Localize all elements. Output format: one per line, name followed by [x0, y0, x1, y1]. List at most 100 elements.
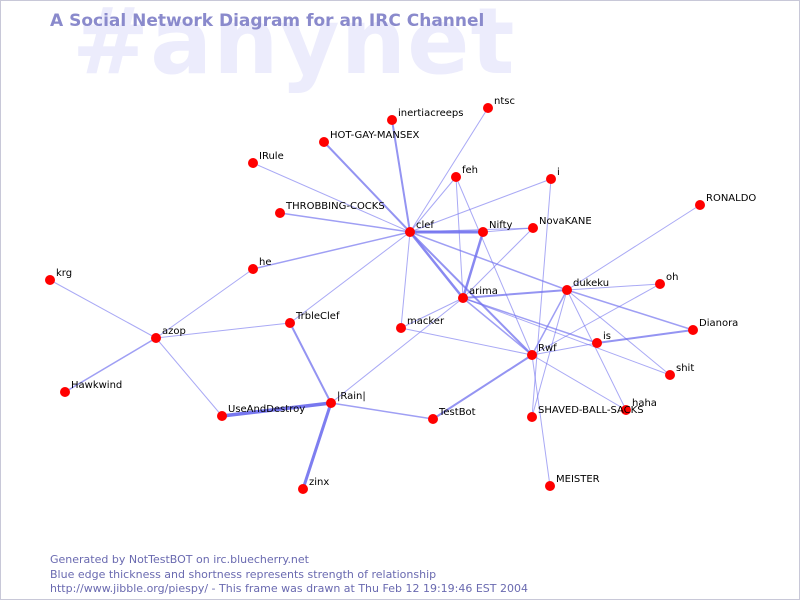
edge-krg-azop: [49, 279, 157, 339]
node-label: IRule: [259, 151, 284, 162]
footer: Generated by NotTestBOT on irc.bluecherr…: [50, 553, 528, 597]
edge-nifty-arima: [461, 230, 485, 300]
node-label: dukeku: [573, 278, 609, 289]
edge-azop-useanddestroy: [155, 337, 223, 417]
edge-novakane-arima: [462, 227, 534, 299]
footer-generated-by: Generated by NotTestBOT on irc.bluecherr…: [50, 553, 309, 566]
node-macker: macker: [396, 316, 445, 333]
edge-clef-rwf: [409, 231, 533, 356]
edge-dukeku-dianora: [566, 289, 694, 331]
node-dot: [655, 279, 665, 289]
node-dot: [665, 370, 675, 380]
node-inertiacreeps: inertiacreeps: [387, 108, 463, 125]
node-dot: [528, 223, 538, 233]
edge-clef-feh: [409, 176, 457, 233]
edge-clef-ntsc: [409, 107, 489, 233]
node-dot: [621, 405, 631, 415]
edge-clef-inertiacreeps: [391, 119, 411, 233]
footer-timestamp: http://www.jibble.org/piespy/ - This fra…: [50, 582, 529, 595]
node-label: arima: [469, 286, 498, 297]
node-feh: feh: [451, 165, 478, 182]
edge-arima-macker: [400, 297, 464, 329]
node-label: shit: [676, 363, 694, 374]
node-label: i: [557, 167, 560, 178]
node-label: Dianora: [699, 318, 738, 329]
edge-rwf-meister: [531, 354, 551, 487]
node-label: ntsc: [494, 96, 515, 107]
node-label: HOT-GAY-MANSEX: [330, 130, 420, 141]
node-dot: [458, 293, 468, 303]
node-dot: [248, 264, 258, 274]
node-hot-gay-mansex: HOT-GAY-MANSEX: [319, 130, 420, 147]
node-dot: [695, 200, 705, 210]
edge-clef-he: [252, 231, 411, 270]
node-dot: [545, 481, 555, 491]
node-shaved-ball-sacks: SHAVED-BALL-SACKS: [527, 405, 644, 422]
node-shit: shit: [665, 363, 694, 380]
edge-rwf-is: [531, 342, 598, 356]
node-label: macker: [407, 316, 445, 327]
edge-feh-rwf: [455, 176, 533, 356]
edge-clef-macker: [400, 231, 411, 329]
node-dot: [60, 387, 70, 397]
node-label: |Rain|: [337, 391, 366, 402]
edge-nifty-novakane: [482, 227, 534, 233]
node-label: Hawkwind: [71, 380, 122, 391]
node-label: TrbleClef: [295, 311, 340, 322]
node-azop: azop: [151, 326, 186, 343]
node-label: oh: [666, 272, 678, 283]
edge-azop-he: [155, 268, 254, 339]
node-label: SHAVED-BALL-SACKS: [538, 405, 644, 416]
edge-arima-shit: [462, 297, 671, 376]
node-label: THROBBING-COCKS: [285, 201, 385, 212]
node-irule: IRule: [248, 151, 284, 168]
node-label: krg: [56, 268, 72, 279]
node-useanddestroy: UseAndDestroy: [217, 404, 305, 421]
node-dot: [326, 398, 336, 408]
edge-rwf-testbot: [432, 354, 533, 420]
node-rain: |Rain|: [326, 391, 366, 408]
node-dot: [396, 323, 406, 333]
node-dot: [387, 115, 397, 125]
node-meister: MEISTER: [545, 474, 600, 491]
edge-clef-novakane: [409, 227, 534, 233]
node-oh: oh: [655, 272, 678, 289]
node-dot: [319, 137, 329, 147]
edge-clef-throbbing-cocks: [279, 212, 411, 233]
node-hawkwind: Hawkwind: [60, 380, 122, 397]
edge-arima-rain: [330, 297, 464, 404]
node-dot: [478, 227, 488, 237]
node-dot: [298, 484, 308, 494]
edge-arima-is: [462, 297, 598, 344]
node-dot: [275, 208, 285, 218]
node-throbbing-cocks: THROBBING-COCKS: [275, 201, 385, 218]
edge-azop-hawkwind: [64, 337, 157, 393]
node-krg: krg: [45, 268, 72, 285]
edge-rain-testbot: [330, 402, 434, 420]
node-dot: [483, 103, 493, 113]
node-novakane: NovaKANE: [528, 216, 592, 233]
edge-clef-dukeku: [409, 231, 568, 291]
edge-dukeku-haha: [566, 289, 627, 411]
node-dot: [248, 158, 258, 168]
node-label: inertiacreeps: [398, 108, 463, 119]
node-label: UseAndDestroy: [228, 404, 305, 415]
node-label: NovaKANE: [539, 216, 592, 227]
node-clef: clef: [405, 220, 434, 237]
footer-legend-note: Blue edge thickness and shortness repres…: [50, 567, 437, 581]
node-dot: [45, 275, 55, 285]
node-nifty: Nifty: [478, 220, 513, 237]
node-label: Rwf: [538, 343, 557, 354]
node-i: i: [546, 167, 560, 184]
node-zinx: zinx: [298, 477, 329, 494]
channel-watermark: #anynet: [72, 0, 516, 95]
node-dot: [688, 325, 698, 335]
node-label: haha: [632, 398, 657, 409]
node-is: is: [592, 331, 611, 348]
node-label: TestBot: [438, 407, 476, 418]
node-label: RONALDO: [706, 193, 756, 204]
edge-clef-irule: [252, 162, 411, 233]
node-dot: [428, 414, 438, 424]
